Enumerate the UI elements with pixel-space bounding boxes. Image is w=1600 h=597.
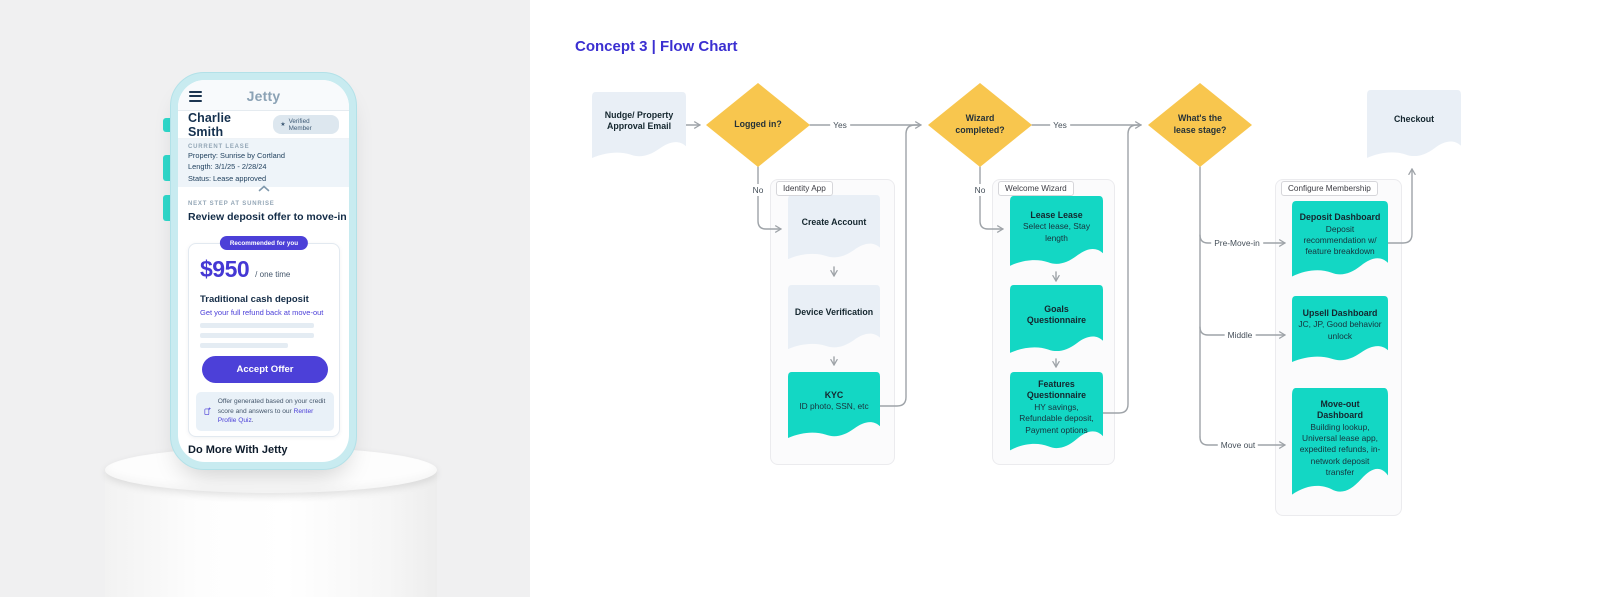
- identity-app-label: Identity App: [776, 181, 833, 196]
- edge-label-no: No: [749, 184, 767, 196]
- node-body: Select lease, Stay length: [1022, 221, 1091, 243]
- star-icon: ★: [280, 122, 286, 128]
- node-title: Move-out Dashboard: [1317, 398, 1363, 421]
- menu-icon[interactable]: [189, 91, 202, 104]
- node-body: JC, JP, Good behavior unlock: [1298, 319, 1382, 341]
- document-shape: [788, 372, 880, 439]
- document-shape: [1010, 285, 1103, 353]
- app-logo: Jetty: [246, 88, 281, 104]
- next-step-label: NEXT STEP AT SUNRISE: [188, 201, 275, 207]
- recommended-ribbon: Recommended for you: [219, 236, 309, 250]
- phone-showcase-panel: Jetty Charlie Smith ★ Verified Member CU…: [0, 0, 530, 597]
- offer-price: $950: [200, 256, 250, 282]
- node-deposit-dashboard: Deposit Dashboard Deposit recommendation…: [1292, 201, 1388, 281]
- deposit-offer-card: Recommended for you $950 / one time Trad…: [188, 236, 340, 437]
- edge-label-yes: Yes: [1050, 119, 1070, 131]
- lease-property: Property: Sunrise by Cortland: [188, 151, 285, 160]
- node-lease-lease: Lease Lease Select lease, Stay length: [1010, 196, 1103, 270]
- note-text: Offer generated based on your credit sco…: [218, 397, 326, 427]
- node-body: ID photo, SSN, etc: [799, 401, 869, 412]
- node-body: Deposit recommendation w/ feature breakd…: [1303, 223, 1377, 257]
- node-title: Nudge/ Property Approval Email: [604, 109, 674, 131]
- edge-label-move-out: Move out: [1217, 439, 1259, 451]
- node-device-verification: Device Verification: [788, 285, 880, 353]
- node-features-questionnaire: Features Questionnaire HY savings, Refun…: [1010, 372, 1103, 455]
- flow-chart: Concept 3 | Flow Chart Identity App Welc…: [530, 0, 1600, 597]
- price-suffix: / one time: [255, 270, 291, 279]
- document-shape: [788, 195, 880, 260]
- collapse-section-control[interactable]: [178, 179, 349, 192]
- teal-accent-tab: [163, 118, 172, 132]
- document-shape: [788, 285, 880, 350]
- document-shape: [1292, 201, 1388, 277]
- profile-row: Charlie Smith ★ Verified Member: [178, 111, 349, 139]
- node-checkout: Checkout: [1367, 90, 1461, 162]
- note-prefix: Offer generated based on your credit sco…: [217, 397, 326, 415]
- node-title: Lease Lease: [1030, 209, 1083, 220]
- app-header: Jetty: [178, 80, 349, 111]
- node-title: Goals Questionnaire: [1026, 303, 1087, 325]
- node-create-account: Create Account: [788, 195, 880, 263]
- document-shape: [592, 92, 686, 159]
- node-nudge-email: Nudge/ Property Approval Email: [592, 92, 686, 162]
- node-body: Building lookup, Universal lease app, ex…: [1299, 421, 1381, 477]
- flow-chart-title: Concept 3 | Flow Chart: [575, 38, 738, 55]
- node-title: Features Questionnaire: [1026, 379, 1087, 401]
- lease-length: Length: 3/1/25 - 2/28/24: [188, 162, 267, 172]
- document-shape: [1292, 296, 1388, 363]
- document-shape: [1010, 196, 1103, 266]
- node-upsell-dashboard: Upsell Dashboard JC, JP, Good behavior u…: [1292, 296, 1388, 366]
- node-title: Upsell Dashboard: [1302, 307, 1378, 318]
- teal-accent-tab: [163, 195, 172, 221]
- note-suffix: .: [251, 417, 254, 425]
- do-more-heading: Do More With Jetty: [188, 444, 288, 456]
- price-row: $950 / one time: [200, 256, 290, 283]
- node-title: Deposit Dashboard: [1299, 212, 1381, 223]
- lease-status: Status: Lease approved: [188, 173, 267, 183]
- accept-offer-button[interactable]: Accept Offer: [202, 356, 328, 383]
- node-moveout-dashboard: Move-out Dashboard Building lookup, Univ…: [1292, 388, 1388, 501]
- teal-accent-tab: [163, 155, 172, 181]
- welcome-wizard-label: Welcome Wizard: [998, 181, 1074, 196]
- badge-label: Verified Member: [288, 117, 312, 132]
- edge-label-no: No: [971, 184, 989, 196]
- current-lease-section: CURRENT LEASE Property: Sunrise by Cortl…: [178, 139, 349, 187]
- node-title: Device Verification: [794, 307, 874, 318]
- renter-profile-quiz-link[interactable]: Renter Profile Quiz: [217, 407, 314, 425]
- configure-membership-label: Configure Membership: [1281, 181, 1378, 196]
- skeleton-line: [200, 333, 314, 338]
- skeleton-line: [200, 323, 314, 328]
- document-shape: [1010, 372, 1103, 451]
- skeleton-line: [200, 343, 288, 348]
- current-lease-label: CURRENT LEASE: [188, 144, 250, 150]
- edge-label-middle: Middle: [1224, 329, 1256, 341]
- node-kyc: KYC ID photo, SSN, etc: [788, 372, 880, 442]
- document-sparkle-icon: [204, 407, 211, 415]
- document-shape: [1292, 388, 1388, 495]
- node-body: HY savings, Refundable deposit, Payment …: [1019, 401, 1094, 435]
- node-title: KYC: [824, 389, 844, 400]
- node-title: Checkout: [1393, 114, 1435, 125]
- offer-name: Traditional cash deposit: [200, 294, 309, 305]
- edge-label-yes: Yes: [830, 119, 850, 131]
- verified-member-badge: ★ Verified Member: [273, 115, 339, 134]
- phone-mockup: Jetty Charlie Smith ★ Verified Member CU…: [170, 72, 357, 470]
- edge-label-pre-move-in: Pre-Move-in: [1211, 237, 1263, 249]
- node-title: Create Account: [801, 217, 867, 228]
- offer-note: Offer generated based on your credit sco…: [196, 392, 334, 431]
- offer-subtitle: Get your full refund back at move-out: [200, 308, 324, 317]
- chevron-up-icon: [258, 185, 269, 192]
- profile-name: Charlie Smith: [188, 110, 232, 139]
- next-step-title: Review deposit offer to move-in: [188, 211, 347, 223]
- phone-screen: Jetty Charlie Smith ★ Verified Member CU…: [178, 80, 349, 462]
- document-shape: [1367, 90, 1461, 158]
- node-goals-questionnaire: Goals Questionnaire: [1010, 285, 1103, 357]
